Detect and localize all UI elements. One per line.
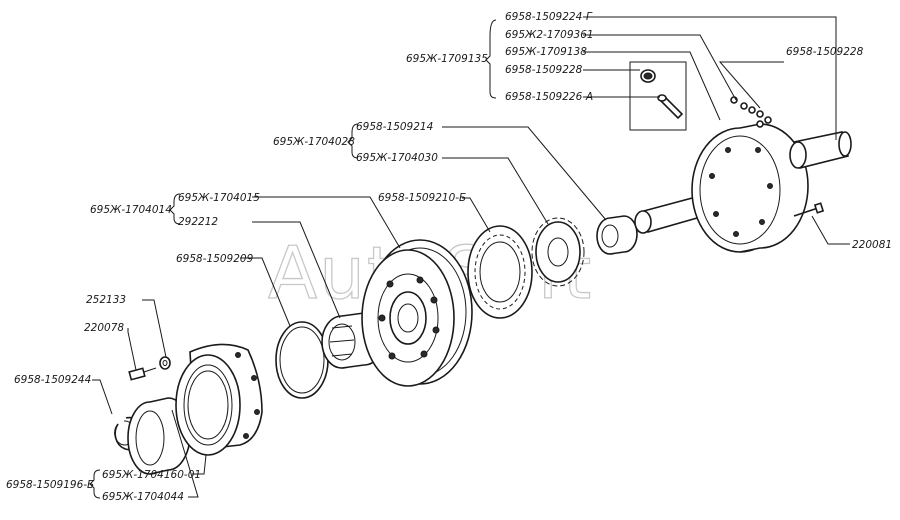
label-6958-1509224-g: 6958-1509224-Г [505,11,593,23]
pump-shaft-flange [634,123,809,253]
label-220081: 220081 [852,239,892,251]
bolt-220078 [128,367,157,381]
label-220078: 220078 [84,322,124,334]
label-6958-1509228-inset: 6958-1509228 [505,64,583,76]
label-695zh-1704014: 695Ж-1704014 [90,204,172,216]
spur-gear [531,217,585,287]
label-252133: 252133 [86,294,126,306]
label-695zh-1704160-01: 695Ж-1704160-01 [102,469,201,481]
label-6958-1509214: 6958-1509214 [356,121,433,133]
label-6958-1509196-b: 6958-1509196-Б [6,479,94,491]
label-6958-1509209: 6958-1509209 [176,253,254,265]
ball-fittings [730,96,772,128]
label-292212: 292212 [178,216,218,228]
label-695zh-1704030: 695Ж-1704030 [356,152,438,164]
large-o-ring [275,321,329,399]
leader-lines [89,16,850,499]
bearing-cover [175,343,263,456]
label-695zh2-1709361: 695Ж2-1709361 [505,29,594,41]
label-6958-1509210-b: 6958-1509210-Б [378,192,466,204]
label-695zh-1704044: 695Ж-1704044 [102,491,184,503]
label-695zh-1709138: 695Ж-1709138 [505,46,587,58]
label-695zh-1704015: 695Ж-1704015 [178,192,260,204]
inset-detail-box [629,61,687,131]
label-695zh-1709135: 695Ж-1709135 [406,53,488,65]
screw-220081 [793,202,825,217]
label-6958-1509226-a: 6958-1509226-А [505,91,593,103]
sleeve [789,131,852,169]
part-labels: 6958-1509224-Г 695Ж2-1709361 695Ж-170913… [6,11,892,503]
small-bearing [596,215,638,255]
label-6958-1509228-sleeve: 6958-1509228 [786,46,864,58]
label-695zh-1704028: 695Ж-1704028 [273,136,355,148]
washer-252133 [159,356,171,370]
ring-gear-carrier [361,239,473,387]
label-6958-1509244: 6958-1509244 [14,374,91,386]
internal-ring-gear [467,225,533,319]
